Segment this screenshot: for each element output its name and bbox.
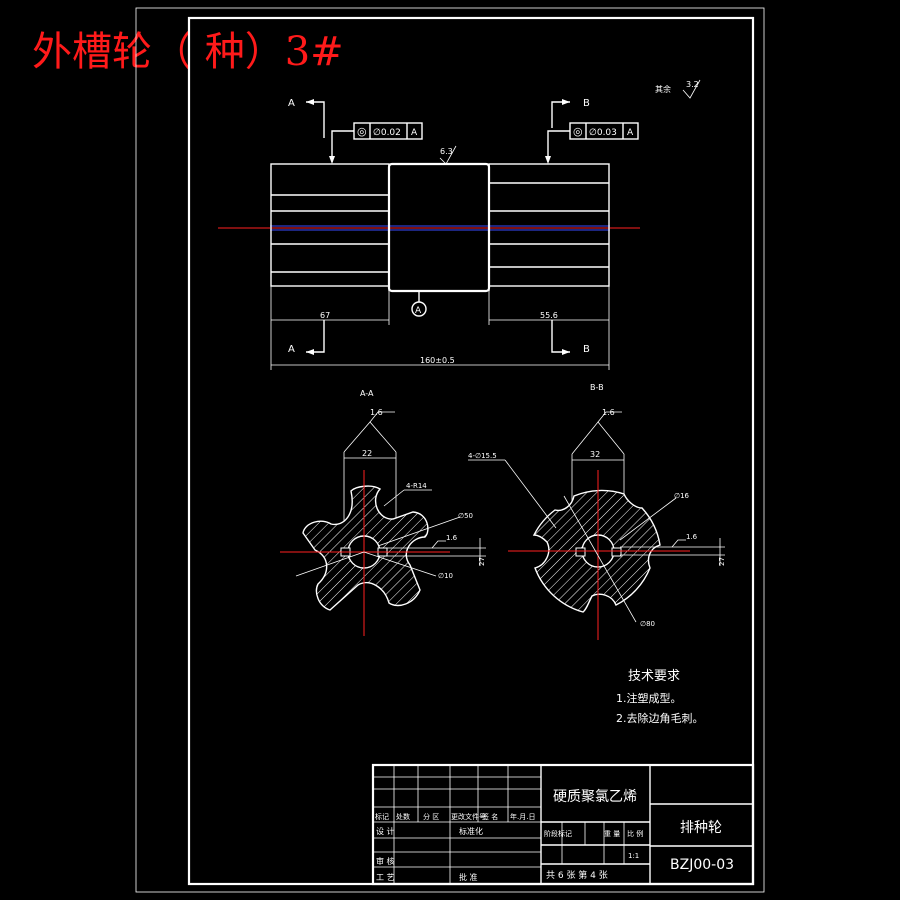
tb-label-mark: 标记 <box>375 812 389 821</box>
view-bb-rough-side: 1.6 <box>686 533 698 541</box>
dim-right: 55.6 <box>540 311 558 320</box>
section-a-top-label: A <box>288 98 295 109</box>
roughness-other-symbol <box>682 79 701 99</box>
tech-item-2: 2.去除边角毛刺。 <box>616 711 704 725</box>
view-bb-bore-note: ∅16 <box>674 492 690 500</box>
section-a-bottom-label: A <box>288 344 295 355</box>
view-aa-roughness: 1.6 <box>370 408 383 417</box>
tb-weight: 重 量 <box>604 830 620 838</box>
tb-label-sign: 签 名 <box>482 812 498 821</box>
view-bb-title: B-B <box>590 383 604 392</box>
main-view: A A B B ◎ ∅0.02 A ◎ ∅0.03 A 6.3 <box>218 98 640 370</box>
section-b-bottom-label: B <box>583 344 590 355</box>
tol-b-value: ∅0.03 <box>589 128 617 138</box>
tech-heading: 技术要求 <box>628 669 680 684</box>
view-aa-title: A-A <box>360 389 374 398</box>
tol-b-symbol: ◎ <box>573 125 583 138</box>
tech-requirements: 技术要求 1.注塑成型。 2.去除边角毛刺。 <box>616 669 704 725</box>
view-aa-keyway: 4-R14 <box>406 482 427 490</box>
tb-label-docno: 更改文件号 <box>451 812 486 821</box>
roughness-other-label: 其余 <box>655 84 671 94</box>
view-bb-dim-side: 27 <box>718 557 726 566</box>
dim-total: 160±0.5 <box>420 356 455 365</box>
view-bb-dim-width: 32 <box>590 450 600 459</box>
tol-a-symbol: ◎ <box>357 125 367 138</box>
tb-stage: 阶段标记 <box>544 829 572 838</box>
tb-label-zone: 分 区 <box>423 812 439 821</box>
tb-drawing-no: BZJ00-03 <box>670 857 734 873</box>
tb-label-count: 处数 <box>396 812 410 821</box>
datum-label: A <box>415 306 422 316</box>
view-aa-dim-side: 27 <box>478 557 486 566</box>
view-aa-bore-note: ∅10 <box>438 572 453 580</box>
tb-sheets: 共 6 张 第 4 张 <box>546 869 608 881</box>
tb-part-name: 排种轮 <box>680 820 722 836</box>
tb-scale: 1:1 <box>628 852 639 860</box>
view-bb-roughness: 1.6 <box>602 408 615 417</box>
tb-review: 审 核 <box>376 856 395 866</box>
view-aa-rough-side: 1.6 <box>446 534 458 542</box>
tb-design: 设 计 <box>376 826 395 836</box>
tech-item-1: 1.注塑成型。 <box>616 691 682 705</box>
tb-label-date: 年.月.日 <box>510 812 535 821</box>
tb-ratio: 比 例 <box>627 829 643 838</box>
view-aa-bore: ∅50 <box>458 512 473 520</box>
tol-b-datum: A <box>627 128 634 138</box>
view-aa-dim-width: 22 <box>362 449 372 458</box>
section-a-a: A-A 1.6 22 4-R14 ∅50 ∅10 1.6 27 <box>280 389 486 636</box>
roughness-other-value: 3.2 <box>686 80 699 89</box>
roughness-top: 6.3 <box>440 147 453 156</box>
view-bb-outer: ∅80 <box>640 620 655 628</box>
tb-material: 硬质聚氯乙烯 <box>553 789 637 805</box>
tol-a-datum: A <box>411 128 418 138</box>
tb-standard: 标准化 <box>459 826 483 836</box>
tb-approve: 批 准 <box>459 872 478 882</box>
section-b-top-label: B <box>583 98 590 109</box>
tb-process: 工 艺 <box>376 873 395 882</box>
outer-frame <box>135 7 765 893</box>
title-block: 标记 处数 分 区 更改文件号 签 名 年.月.日 设 计 标准化 审 核 工 … <box>371 763 755 886</box>
drawing-title: 外槽轮（ 种）3# <box>32 29 344 75</box>
dim-left: 67 <box>320 311 330 320</box>
view-bb-holes: 4-∅15.5 <box>468 452 497 460</box>
inner-frame <box>187 16 755 886</box>
tol-a-value: ∅0.02 <box>373 128 401 138</box>
section-b-b: B-B 1.6 32 4-∅15.5 ∅16 ∅80 1.6 27 <box>468 383 726 640</box>
